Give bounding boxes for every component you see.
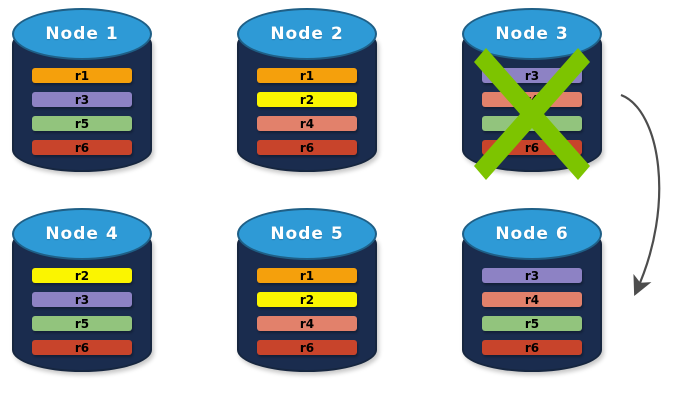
node-cylinder-6[interactable]: r3 r4 r5 r6 Node 6 — [462, 208, 602, 386]
node-label: Node 3 — [495, 23, 569, 44]
replica-stripe[interactable]: r2 — [257, 92, 357, 107]
node-cylinder-2[interactable]: r1 r2 r4 r6 Node 2 — [237, 8, 377, 186]
replica-list: r1 r2 r4 r6 — [257, 68, 357, 155]
replica-label: r2 — [299, 92, 315, 107]
cylinder-top: Node 6 — [462, 208, 602, 260]
replica-label: r6 — [299, 140, 315, 155]
replica-label: r6 — [299, 340, 315, 355]
replica-list: r3 r4 r5 r6 — [482, 268, 582, 355]
replica-label: r5 — [524, 316, 540, 331]
node-label: Node 4 — [45, 223, 119, 244]
replica-stripe[interactable]: r3 — [32, 292, 132, 307]
cylinder-top: Node 1 — [12, 8, 152, 60]
replica-stripe[interactable]: r5 — [32, 316, 132, 331]
node-label: Node 2 — [270, 23, 344, 44]
replica-stripe[interactable]: r4 — [257, 316, 357, 331]
replica-stripe[interactable]: r1 — [32, 68, 132, 83]
replica-list: r2 r3 r5 r6 — [32, 268, 132, 355]
replica-label: r4 — [524, 292, 540, 307]
cylinder-top: Node 4 — [12, 208, 152, 260]
cylinder-top: Node 2 — [237, 8, 377, 60]
replica-label: r4 — [299, 316, 315, 331]
cylinder-top: Node 3 — [462, 8, 602, 60]
replica-stripe[interactable]: r3 — [482, 268, 582, 283]
replica-label: r2 — [299, 292, 315, 307]
replica-stripe[interactable]: r6 — [482, 340, 582, 355]
replica-stripe[interactable]: r6 — [32, 140, 132, 155]
node-cylinder-1[interactable]: r1 r3 r5 r6 Node 1 — [12, 8, 152, 186]
replica-stripe[interactable]: r6 — [257, 340, 357, 355]
replica-stripe[interactable]: r6 — [32, 340, 132, 355]
replica-stripe[interactable]: r6 — [482, 140, 582, 155]
replica-label: r1 — [299, 268, 315, 283]
replica-label: r6 — [524, 140, 540, 155]
replica-list: r1 r2 r4 r6 — [257, 268, 357, 355]
replica-list: r1 r3 r5 r6 — [32, 68, 132, 155]
replica-label: r3 — [524, 68, 540, 83]
replica-stripe[interactable]: r4 — [482, 292, 582, 307]
replica-stripe[interactable]: r2 — [32, 268, 132, 283]
replica-label: r4 — [524, 92, 540, 107]
replica-stripe[interactable]: r3 — [32, 92, 132, 107]
replica-label: r5 — [74, 116, 90, 131]
replica-stripe[interactable]: r5 — [482, 316, 582, 331]
replica-label: r1 — [299, 68, 315, 83]
replica-label: r5 — [524, 116, 540, 131]
replica-label: r5 — [74, 316, 90, 331]
replica-label: r1 — [74, 68, 90, 83]
cylinder-top: Node 5 — [237, 208, 377, 260]
replica-label: r3 — [74, 292, 90, 307]
replica-stripe[interactable]: r1 — [257, 268, 357, 283]
replica-stripe[interactable]: r1 — [257, 68, 357, 83]
node-cylinder-3[interactable]: r3 r4 r5 r6 Node 3 — [462, 8, 602, 186]
replica-list: r3 r4 r5 r6 — [482, 68, 582, 155]
replica-stripe[interactable]: r3 — [482, 68, 582, 83]
replica-stripe[interactable]: r5 — [482, 116, 582, 131]
replica-stripe[interactable]: r6 — [257, 140, 357, 155]
replica-label: r6 — [524, 340, 540, 355]
replica-stripe[interactable]: r4 — [482, 92, 582, 107]
replica-stripe[interactable]: r5 — [32, 116, 132, 131]
node-label: Node 1 — [45, 23, 119, 44]
node-label: Node 5 — [270, 223, 344, 244]
replica-label: r6 — [74, 340, 90, 355]
node-cylinder-4[interactable]: r2 r3 r5 r6 Node 4 — [12, 208, 152, 386]
replica-label: r3 — [524, 268, 540, 283]
node-cylinder-5[interactable]: r1 r2 r4 r6 Node 5 — [237, 208, 377, 386]
replica-label: r3 — [74, 92, 90, 107]
node-label: Node 6 — [495, 223, 569, 244]
replica-label: r2 — [74, 268, 90, 283]
replica-label: r6 — [74, 140, 90, 155]
replica-stripe[interactable]: r2 — [257, 292, 357, 307]
replica-stripe[interactable]: r4 — [257, 116, 357, 131]
replica-label: r4 — [299, 116, 315, 131]
